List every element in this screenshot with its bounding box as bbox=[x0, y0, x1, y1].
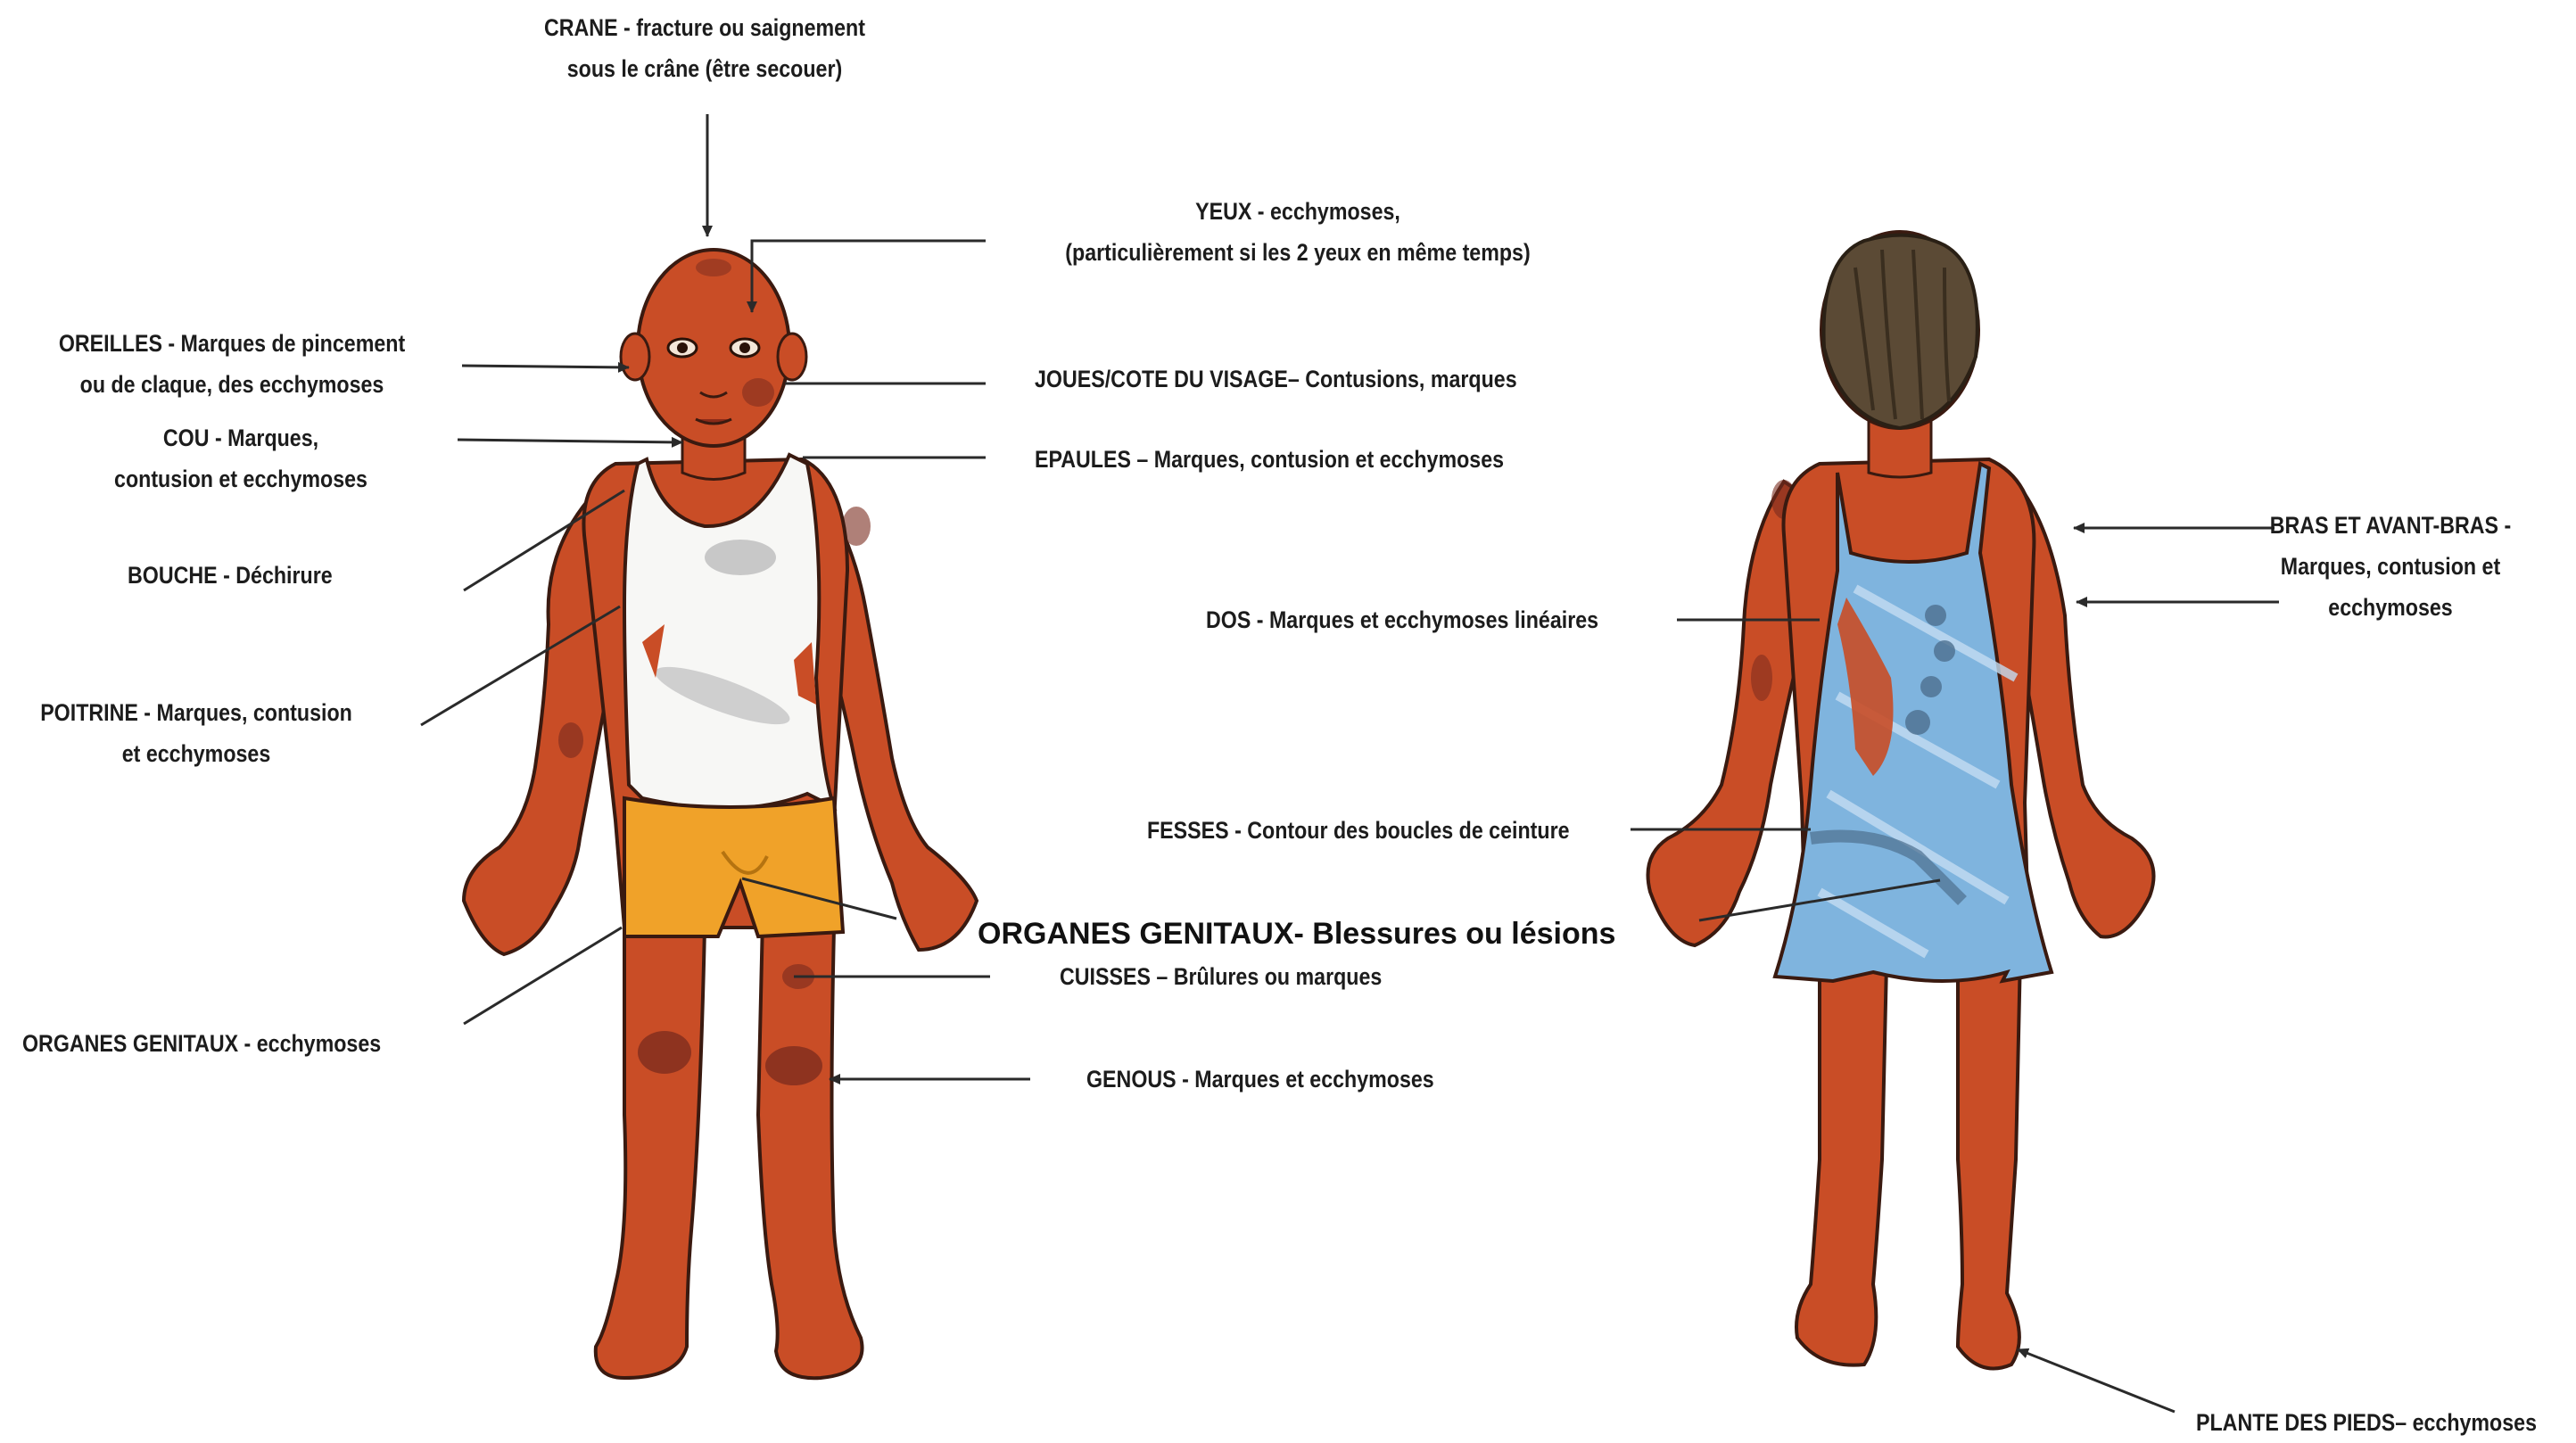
back-child-figure bbox=[1648, 232, 2154, 1369]
cou-line-2: contusion et ecchymoses bbox=[95, 458, 387, 499]
fesses-label: FESSES - Contour des boucles de ceinture bbox=[1147, 810, 1570, 851]
epaules-label: EPAULES – Marques, contusion et ecchymos… bbox=[1035, 439, 1504, 480]
genous-label: GENOUS - Marques et ecchymoses bbox=[1086, 1059, 1434, 1100]
crane-line-2: sous le crâne (être secouer) bbox=[528, 48, 881, 89]
organes-genitaux-front-label: ORGANES GENITAUX - ecchymoses bbox=[22, 1023, 381, 1064]
cou-line-1: COU - Marques, bbox=[95, 417, 387, 458]
crane-line-1: CRANE - fracture ou saignement bbox=[528, 7, 881, 48]
plante-arrow bbox=[2018, 1349, 2175, 1412]
oreilles-line-1: OREILLES - Marques de pincement bbox=[48, 323, 417, 364]
poitrine-line-1: POITRINE - Marques, contusion bbox=[28, 692, 365, 733]
organes-genitaux-main-label: ORGANES GENITAUX- Blessures ou lésions bbox=[978, 916, 1615, 952]
cou-label: COU - Marques, contusion et ecchymoses bbox=[95, 417, 387, 499]
dos-label: DOS - Marques et ecchymoses linéaires bbox=[1206, 599, 1598, 640]
plante-label: PLANTE DES PIEDS– ecchymoses bbox=[2196, 1402, 2537, 1443]
yeux-line bbox=[752, 241, 986, 312]
crane-label: CRANE - fracture ou saignement sous le c… bbox=[528, 7, 881, 89]
bras-line-1: BRAS ET AVANT-BRAS - bbox=[2237, 505, 2544, 546]
joues-label: JOUES/COTE DU VISAGE– Contusions, marque… bbox=[1035, 359, 1517, 400]
oreilles-label: OREILLES - Marques de pincement ou de cl… bbox=[48, 323, 417, 405]
cuisses-label: CUISSES – Brûlures ou marques bbox=[1060, 956, 1382, 997]
oreilles-line-2: ou de claque, des ecchymoses bbox=[48, 364, 417, 405]
yeux-line-1: YEUX - ecchymoses, bbox=[1026, 191, 1571, 232]
bras-line-2: Marques, contusion et bbox=[2237, 546, 2544, 587]
poitrine-line-2: et ecchymoses bbox=[28, 733, 365, 774]
cou-arrow bbox=[458, 440, 682, 442]
front-child-figure bbox=[464, 250, 977, 1378]
poitrine-label: POITRINE - Marques, contusion et ecchymo… bbox=[28, 692, 365, 774]
bras-line-3: ecchymoses bbox=[2237, 587, 2544, 628]
yeux-line-2: (particulièrement si les 2 yeux en même … bbox=[1026, 232, 1571, 273]
bouche-label: BOUCHE - Déchirure bbox=[128, 555, 333, 596]
oreilles-arrow bbox=[462, 366, 629, 367]
bras-label: BRAS ET AVANT-BRAS - Marques, contusion … bbox=[2237, 505, 2544, 628]
yeux-label: YEUX - ecchymoses, (particulièrement si … bbox=[1026, 191, 1571, 273]
